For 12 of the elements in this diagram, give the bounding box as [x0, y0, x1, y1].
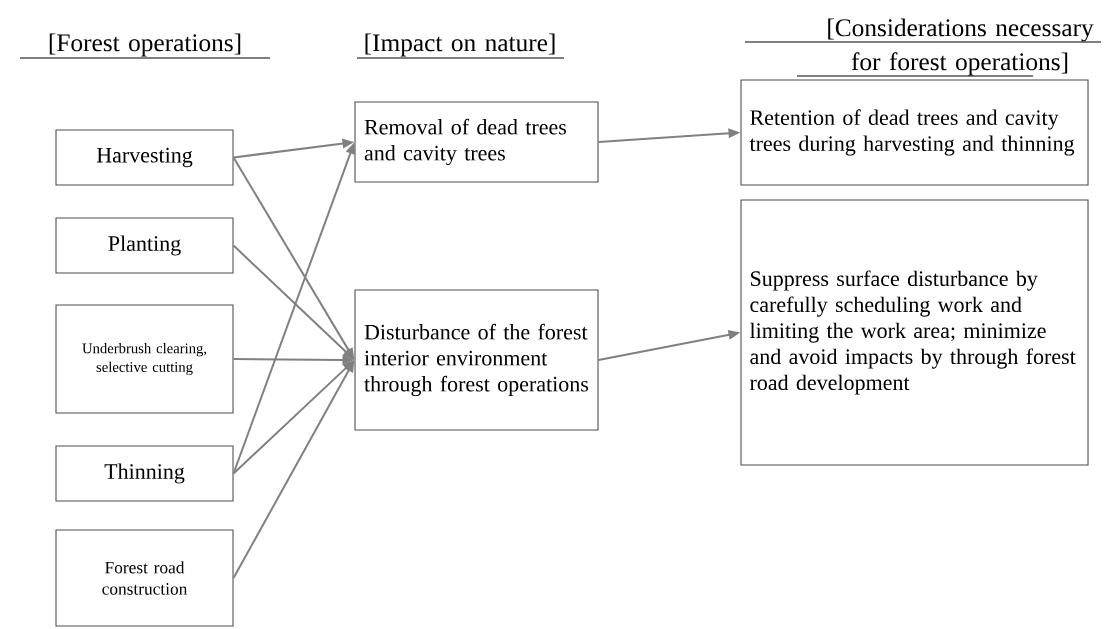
text-box: Suppress surface disturbance by carefully scheduling work and limiting the work area; minimize and avoid impacts by through forest road development — [740, 199, 1089, 466]
heading: [Forest operations] — [19, 33, 271, 59]
text-box: Thinning — [55, 445, 234, 502]
text-box: Retention of dead trees and cavity trees during harvesting and thinning — [740, 79, 1089, 186]
heading: [Considerations necessary for forest operations] — [744, 18, 1102, 77]
text-box: Planting — [55, 217, 234, 274]
text-box: Underbrush clearing, selective cutting — [55, 304, 234, 414]
text-box: Disturbance of the forest interior environment through forest operations — [354, 289, 599, 431]
heading: [Impact on nature] — [356, 33, 565, 59]
text-box: Forest road construction — [55, 529, 234, 627]
text-box: Harvesting — [55, 129, 234, 186]
text-box: Removal of dead trees and cavity trees — [354, 101, 599, 183]
